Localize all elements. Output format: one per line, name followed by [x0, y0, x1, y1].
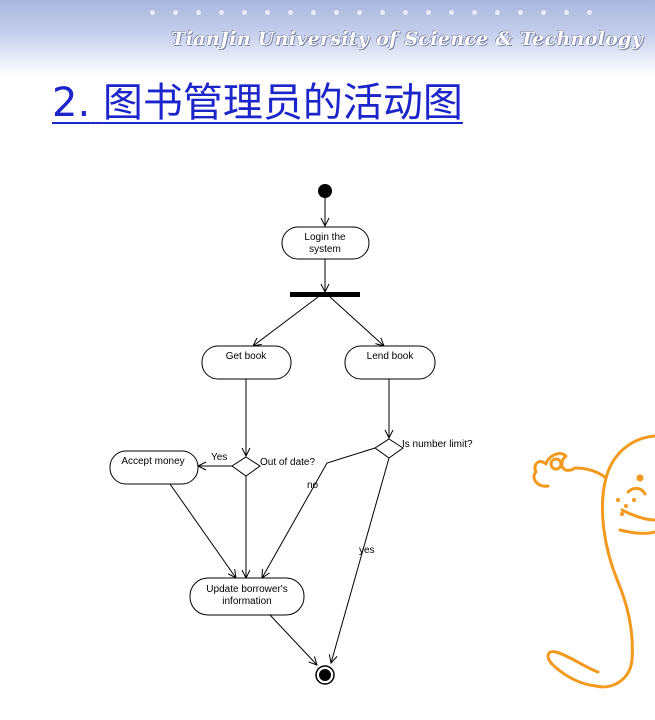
mascot-decoration	[532, 434, 655, 689]
activity-lend-book	[344, 345, 436, 380]
final-node-core	[319, 669, 331, 681]
mascot-eye	[636, 474, 644, 482]
edge-update-end	[269, 614, 317, 665]
accept-money-label: Accept money	[121, 456, 184, 467]
lend-book-label: Lend book	[367, 351, 415, 362]
update-label-line1: Update borrower's	[206, 584, 287, 595]
edge-fork-lendbook	[329, 296, 384, 346]
login-label-line2: system	[309, 244, 341, 255]
university-name: TianJin University of Science & Technolo…	[171, 28, 643, 50]
initial-node	[318, 184, 332, 198]
login-label-line1: Login the	[304, 232, 346, 243]
get-book-label: Get book	[226, 351, 268, 362]
edge-fork-getbook	[253, 296, 319, 346]
guard-number-limit: Is number limit?	[402, 439, 473, 450]
decision-number-limit	[374, 438, 404, 459]
decorative-dots	[150, 10, 650, 20]
guard-out-of-date: Out of date?	[260, 457, 315, 468]
title-number: 2.	[52, 80, 91, 126]
fork-bar	[290, 292, 360, 297]
edge-limit-yes-end	[331, 457, 390, 663]
update-label-line2: information	[222, 596, 271, 607]
header-band: TianJin University of Science & Technolo…	[0, 0, 655, 78]
edge-accept-update	[169, 483, 236, 578]
page-title: 2. 图书管理员的活动图	[52, 70, 463, 128]
activity-accept-money	[109, 450, 199, 485]
guard-yes-right: yes	[359, 545, 375, 556]
guard-yes-left: Yes	[211, 452, 227, 463]
mascot-freckles	[616, 498, 636, 516]
activity-update-borrower	[189, 577, 305, 616]
guard-no: no	[307, 480, 319, 491]
decision-out-of-date	[231, 456, 261, 477]
title-text: 图书管理员的活动图	[102, 80, 463, 126]
edge-limit-no-update	[262, 447, 376, 578]
